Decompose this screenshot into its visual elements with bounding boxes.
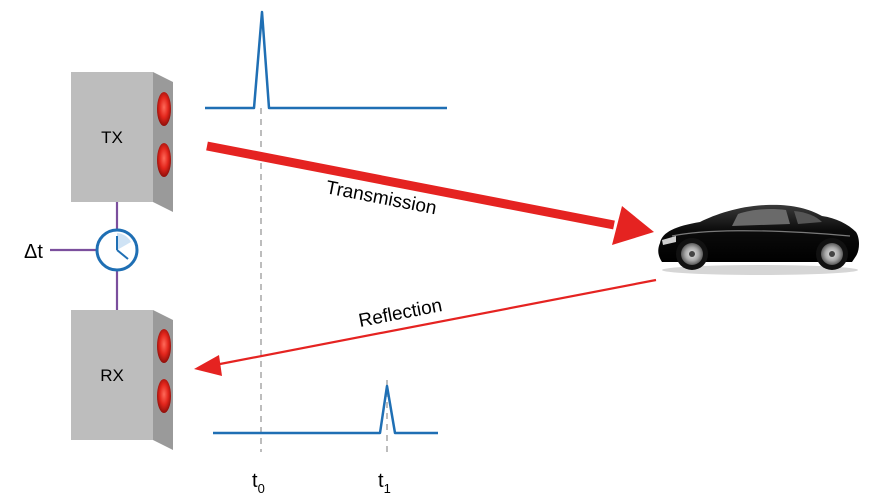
rx-unit: RX (71, 310, 173, 450)
t0-label: t0 (252, 470, 265, 496)
tx-unit: TX (71, 72, 173, 212)
tx-lamp-top (157, 92, 171, 126)
rx-box (71, 310, 153, 440)
clock-icon (95, 228, 139, 272)
tx-pulse-signal (205, 10, 447, 110)
delta-t-label: Δt (24, 241, 43, 263)
reflection-arrow (194, 278, 657, 376)
tx-box (71, 72, 153, 202)
tx-lamp-bottom (157, 143, 171, 177)
rx-pulse-signal (213, 384, 438, 435)
t1-label: t1 (378, 470, 391, 496)
car-icon (658, 204, 859, 275)
t0-label-base: t (252, 470, 258, 492)
t1-label-base: t (378, 470, 384, 492)
rx-label: RX (100, 366, 124, 385)
rx-lamp-bottom (157, 379, 171, 413)
t1-label-sub: 1 (384, 481, 391, 496)
transmission-arrow (206, 141, 654, 245)
t0-label-sub: 0 (258, 481, 265, 496)
reflection-label: Reflection (357, 295, 444, 332)
rx-lamp-top (157, 329, 171, 363)
tx-label: TX (101, 128, 123, 147)
